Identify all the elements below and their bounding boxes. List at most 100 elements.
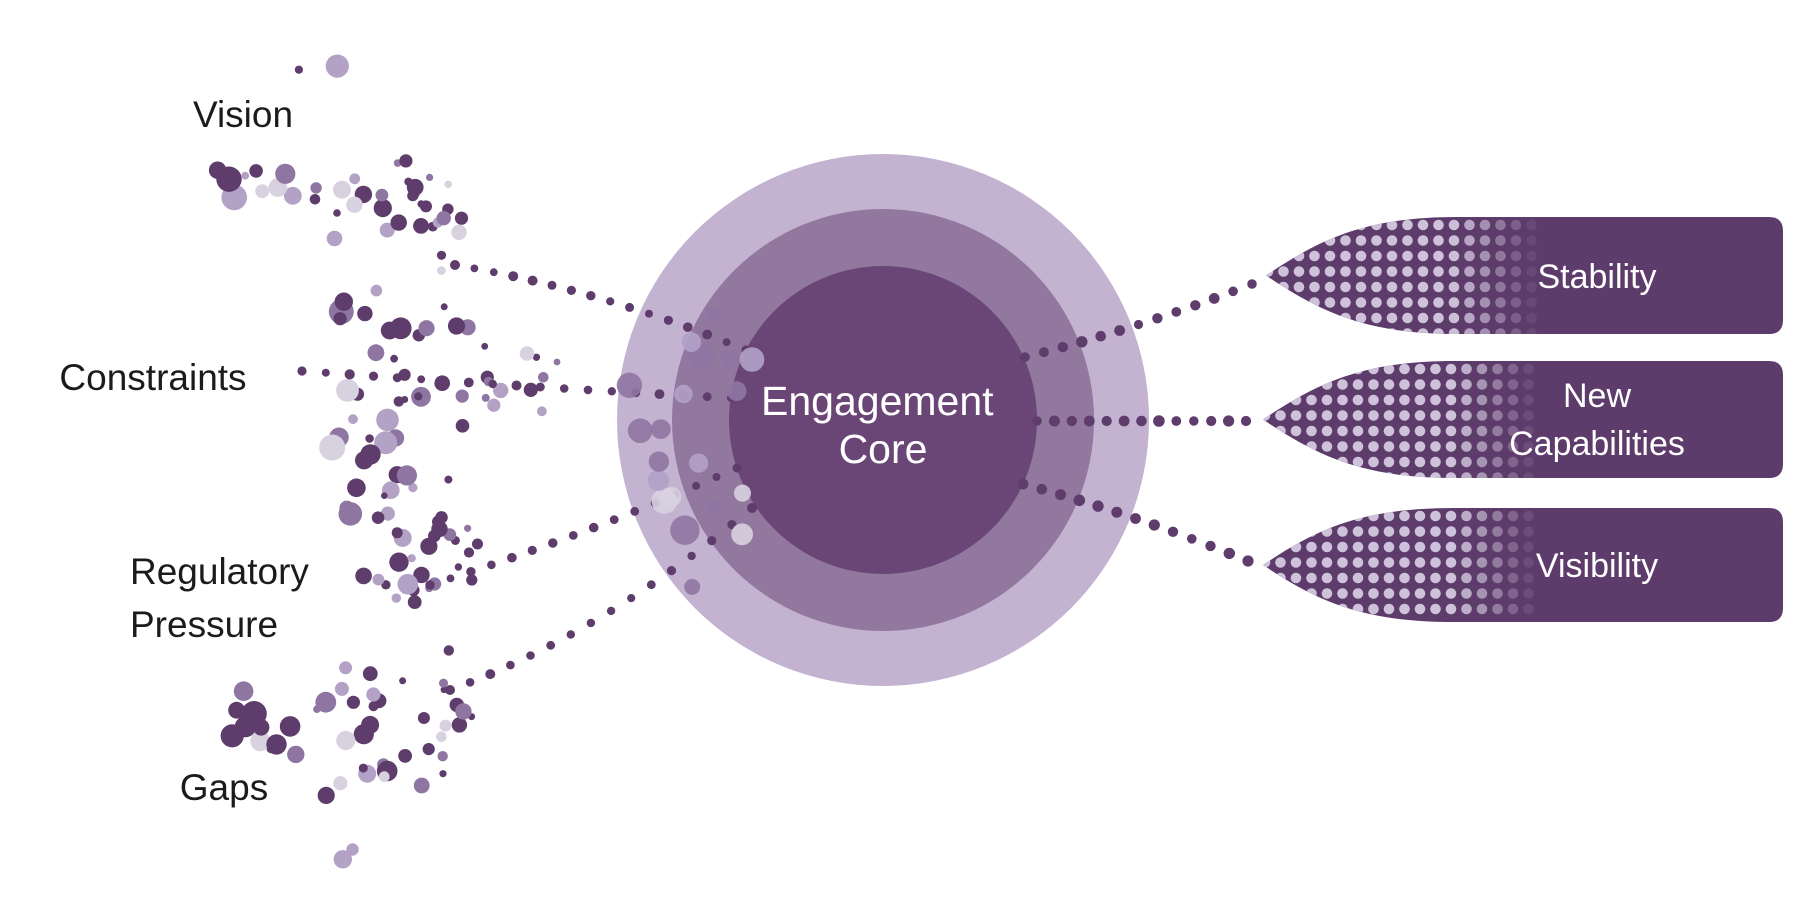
trail-dot <box>692 481 701 490</box>
texture-dot <box>1263 588 1271 599</box>
trail-dot <box>1167 526 1179 537</box>
texture-dot <box>1266 250 1274 262</box>
texture-dot <box>1414 410 1426 421</box>
trail-dot <box>488 379 497 389</box>
scatter-dot <box>346 196 363 213</box>
texture-dot <box>1507 363 1519 375</box>
texture-dot <box>1507 603 1519 615</box>
texture-dot <box>1355 281 1367 293</box>
texture-dot <box>1399 394 1410 406</box>
texture-dot <box>1290 588 1302 599</box>
texture-dot <box>1321 510 1333 522</box>
texture-dot <box>1461 425 1472 437</box>
scatter-dot <box>349 173 361 185</box>
texture-dot <box>1523 363 1534 375</box>
input-label-line: Regulatory <box>130 551 309 592</box>
texture-dot <box>1402 219 1413 231</box>
texture-dot <box>1324 281 1336 293</box>
scatter-dot <box>447 317 466 335</box>
output-stream-stability: Stability <box>1020 217 1783 362</box>
trail-dot <box>1206 415 1217 427</box>
texture-dot <box>1414 394 1426 406</box>
texture-dot <box>1461 472 1472 478</box>
scatter-dot <box>418 320 435 337</box>
texture-dot <box>1507 541 1519 553</box>
scatter-dot <box>362 666 378 682</box>
trail-dot <box>1073 494 1086 507</box>
texture-dot <box>1448 281 1460 293</box>
texture-dot <box>1430 379 1441 390</box>
texture-dot <box>1321 526 1333 537</box>
input-label-line: Constraints <box>59 357 246 398</box>
texture-dot <box>1492 425 1503 437</box>
texture-dot <box>1306 379 1317 390</box>
scatter-dot <box>436 731 447 743</box>
scatter-dot <box>537 406 547 417</box>
scatter-dot <box>493 382 509 399</box>
texture-dot <box>1368 456 1379 468</box>
scatter-dot <box>338 502 363 526</box>
texture-dot <box>1523 410 1534 421</box>
scatter-dot <box>365 434 374 443</box>
texture-dot <box>1355 250 1367 262</box>
texture-dot <box>1445 603 1457 615</box>
texture-dot <box>1399 541 1410 553</box>
texture-dot <box>1263 363 1271 375</box>
texture-dot <box>1371 312 1382 324</box>
trail-dot <box>1111 506 1123 518</box>
scatter-dot <box>326 230 343 247</box>
texture-dot <box>1275 441 1286 452</box>
texture-dot <box>1399 588 1410 599</box>
trail-dot <box>1228 286 1238 297</box>
trail-dot <box>1171 307 1182 317</box>
texture-dot <box>1266 328 1274 334</box>
input-label-vision: Vision <box>193 94 293 135</box>
texture-dot <box>1368 410 1379 421</box>
texture-dot <box>1461 603 1472 615</box>
texture-dot <box>1321 363 1333 375</box>
trail-dot <box>1020 352 1030 362</box>
texture-dot <box>1445 557 1457 568</box>
texture-dot <box>1306 472 1317 478</box>
texture-dot <box>1275 363 1286 375</box>
input-label-gaps: Gaps <box>180 767 268 808</box>
texture-dot <box>1476 557 1488 568</box>
texture-dot <box>1510 328 1522 334</box>
texture-dot <box>1340 328 1351 334</box>
trail-dot <box>470 264 479 273</box>
texture-dot <box>1368 603 1379 615</box>
texture-dot <box>1430 363 1441 375</box>
scatter-dot <box>360 444 381 465</box>
texture-dot <box>1445 588 1457 599</box>
trail-dot <box>489 268 498 277</box>
trail-dot <box>722 338 731 347</box>
texture-dot <box>1309 297 1320 308</box>
texture-dot <box>1523 557 1534 568</box>
trail-dot <box>321 368 330 377</box>
scatter-dot <box>378 771 390 783</box>
texture-dot <box>1526 266 1537 277</box>
trail-dot <box>1017 478 1029 490</box>
texture-dot <box>1386 250 1398 262</box>
texture-dot <box>1417 297 1429 308</box>
scatter-dot <box>397 573 419 595</box>
texture-dot <box>1383 603 1395 615</box>
trail-dot <box>1055 489 1066 501</box>
trail-dot <box>1095 330 1106 342</box>
texture-dot <box>1383 410 1395 421</box>
scatter-dot <box>443 645 454 656</box>
trail-dot <box>1171 416 1182 426</box>
texture-dot <box>1352 363 1364 375</box>
texture-dot <box>1417 235 1429 246</box>
texture-dot <box>1306 425 1317 437</box>
texture-dot <box>1324 328 1336 334</box>
texture-dot <box>1526 219 1537 231</box>
scatter-dot <box>334 681 349 696</box>
trail-dot <box>1136 415 1147 427</box>
trail-dot <box>1152 313 1163 324</box>
texture-dot <box>1495 312 1506 324</box>
trail-dot <box>1247 279 1257 289</box>
